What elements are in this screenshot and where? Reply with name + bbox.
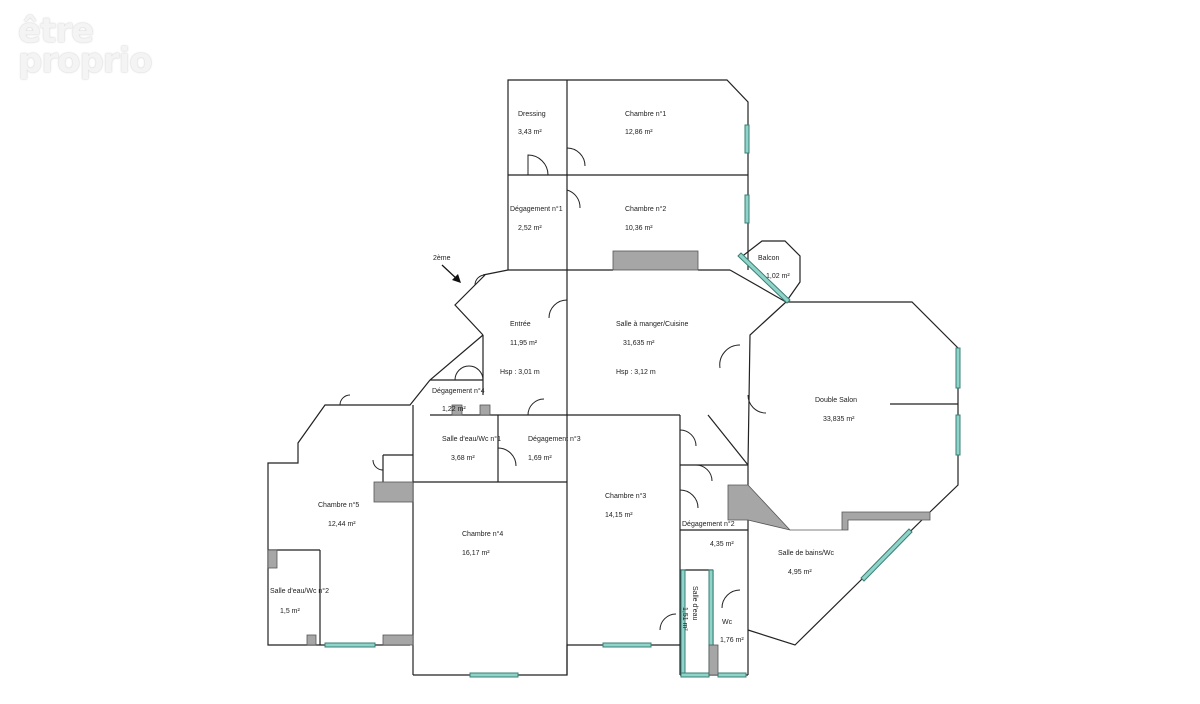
fixture xyxy=(479,404,491,416)
room-chambre4-name: Chambre n°4 xyxy=(462,530,503,538)
room-chambre1-area: 12,86 m² xyxy=(625,129,653,136)
room-degagement3-area: 1,69 m² xyxy=(528,455,552,462)
logo-line-2: proprio xyxy=(18,41,153,81)
door xyxy=(454,365,484,381)
room-entree-area: 11,95 m² xyxy=(510,340,538,347)
door xyxy=(721,589,741,609)
room-degagement3-name: Dégagement n°3 xyxy=(528,435,581,443)
room-salle-eau-name: Salle d'eau xyxy=(691,586,698,621)
door xyxy=(497,447,517,467)
room-degagement1-area: 2,52 m² xyxy=(518,225,542,232)
room-chambre3-area: 14,15 m² xyxy=(605,512,633,519)
room-dressing-name: Dressing xyxy=(518,111,546,118)
windows xyxy=(324,124,961,678)
room-balcon-area: 1,02 m² xyxy=(766,273,790,280)
door xyxy=(339,394,351,406)
door xyxy=(679,489,699,509)
room-wc-name: Wc xyxy=(722,619,733,626)
door xyxy=(527,398,545,416)
fixture xyxy=(451,404,463,416)
door xyxy=(372,459,384,471)
door xyxy=(679,429,697,447)
room-salle-eau-wc1-name: Salle d'eau/Wc n°1 xyxy=(442,435,501,443)
doors xyxy=(339,147,767,631)
window xyxy=(469,672,519,678)
room-chambre5-area: 12,44 m² xyxy=(328,521,356,528)
window xyxy=(744,194,750,224)
room-salle-eau-area: 1,51 m² xyxy=(681,607,688,631)
fixtures xyxy=(267,250,931,676)
window xyxy=(955,414,961,456)
window xyxy=(860,528,913,582)
floor-indicator: 2ème xyxy=(433,255,461,283)
fixture xyxy=(306,634,317,646)
room-salle-eau-wc2-name: Salle d'eau/Wc n°2 xyxy=(270,587,329,595)
room-salle-bains-area: 4,95 m² xyxy=(788,569,812,576)
room-entree-name: Entrée xyxy=(510,321,531,328)
window xyxy=(602,642,652,648)
room-degagement4-name: Dégagement n°4 xyxy=(432,387,485,395)
room-salle-manger-name: Salle à manger/Cuisine xyxy=(616,321,688,328)
room-labels: Dressing 3,43 m² Chambre n°1 12,86 m² Dé… xyxy=(270,110,857,644)
room-double-salon-area: 33,835 m² xyxy=(823,416,855,423)
door xyxy=(695,464,713,482)
room-wc-area: 1,76 m² xyxy=(720,637,744,644)
room-degagement2-area: 4,35 m² xyxy=(710,541,734,548)
room-chambre1-name: Chambre n°1 xyxy=(625,110,666,118)
fixture xyxy=(727,484,931,531)
fixture xyxy=(373,481,414,503)
room-salle-eau-wc2-area: 1,5 m² xyxy=(280,608,301,615)
fixture xyxy=(382,634,414,646)
door xyxy=(566,147,586,167)
fixture xyxy=(267,549,278,569)
logo: être proprio xyxy=(18,11,153,81)
window xyxy=(744,124,750,154)
room-entree-hsp: Hsp : 3,01 m xyxy=(500,369,540,376)
room-chambre2-area: 10,36 m² xyxy=(625,225,653,232)
window xyxy=(717,672,747,678)
window xyxy=(737,252,791,304)
window xyxy=(324,642,376,648)
room-degagement4-area: 1,22 m² xyxy=(442,406,466,413)
room-chambre2-name: Chambre n°2 xyxy=(625,205,666,213)
door xyxy=(659,613,677,631)
window xyxy=(680,672,710,678)
room-salle-eau-wc1-area: 3,68 m² xyxy=(451,455,475,462)
door xyxy=(474,274,486,286)
room-salle-manger-hsp: Hsp : 3,12 m xyxy=(616,369,656,376)
door xyxy=(747,394,767,414)
room-balcon-name: Balcon xyxy=(758,255,780,262)
room-chambre5-name: Chambre n°5 xyxy=(318,501,359,509)
room-chambre4-area: 16,17 m² xyxy=(462,550,490,557)
room-chambre3-name: Chambre n°3 xyxy=(605,492,646,500)
window xyxy=(955,347,961,389)
door xyxy=(548,299,568,319)
room-degagement1-name: Dégagement n°1 xyxy=(510,205,563,213)
arrow-head-icon xyxy=(452,274,461,283)
room-salle-manger-area: 31,635 m² xyxy=(623,340,655,347)
door xyxy=(566,189,581,209)
window xyxy=(680,569,686,674)
room-double-salon-name: Double Salon xyxy=(815,397,857,404)
door xyxy=(527,154,549,176)
fixture xyxy=(708,644,719,676)
fixture xyxy=(612,250,699,271)
walls xyxy=(267,79,959,676)
room-salle-bains-name: Salle de bains/Wc xyxy=(778,550,835,557)
room-degagement2-name: Dégagement n°2 xyxy=(682,520,735,528)
floor-label: 2ème xyxy=(433,255,451,262)
door xyxy=(719,344,741,369)
logo-line-1: être xyxy=(18,11,94,51)
room-dressing-area: 3,43 m² xyxy=(518,129,542,136)
